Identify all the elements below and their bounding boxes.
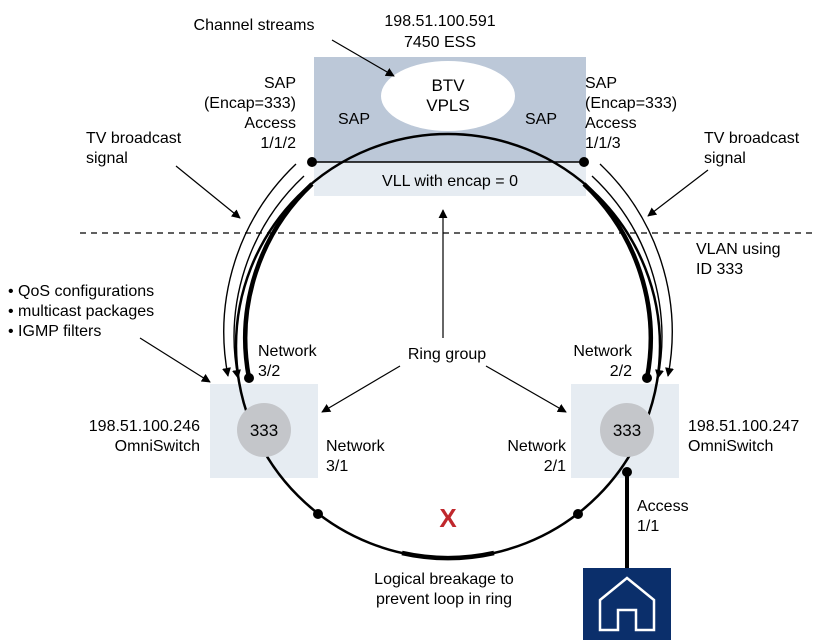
junction-dot-right-net-bottom xyxy=(573,509,583,519)
right-access-1: Access xyxy=(637,498,689,515)
breakage-label-2: prevent loop in ring xyxy=(376,591,512,608)
tv-path-right-outer xyxy=(599,163,674,377)
junction-dot-access xyxy=(622,467,632,477)
right-access-label: Access xyxy=(585,115,637,132)
ring-arc-right-bold xyxy=(582,182,653,379)
left-access-label: Access xyxy=(244,115,296,132)
left-switch-vlan: 333 xyxy=(250,421,278,440)
left-net-bot-1: Network xyxy=(326,438,386,455)
tv-path-left-outer xyxy=(222,163,297,377)
left-net-top-1: Network xyxy=(258,343,318,360)
vll-panel xyxy=(314,162,586,196)
ring-arc-left-bold xyxy=(243,182,314,379)
right-sap-label: SAP xyxy=(585,75,617,92)
junction-dot-left-access xyxy=(307,157,317,167)
junction-dot-left-net-bottom xyxy=(313,509,323,519)
left-net-top-2: 3/2 xyxy=(258,363,280,380)
tv-broadcast-left-line1: TV broadcast xyxy=(86,130,182,147)
left-access-port: 1/1/2 xyxy=(260,135,296,152)
left-switch-ip: 198.51.100.246 xyxy=(89,418,200,435)
right-switch-vlan: 333 xyxy=(613,421,641,440)
tv-path-left-inner xyxy=(232,175,305,379)
right-access-port: 1/1/3 xyxy=(585,135,621,152)
sap-inner-right: SAP xyxy=(525,111,557,128)
channel-streams-label: Channel streams xyxy=(194,17,315,34)
ring-group-arrow-right xyxy=(485,365,567,413)
btv-label: BTV xyxy=(431,76,465,95)
tv-broadcast-right-line1: TV broadcast xyxy=(704,130,800,147)
right-switch-node xyxy=(600,403,654,457)
left-switch-name: OmniSwitch xyxy=(115,438,200,455)
right-net-top-1: Network xyxy=(573,343,633,360)
vpls-label: VPLS xyxy=(426,96,469,115)
right-switch-name: OmniSwitch xyxy=(688,438,773,455)
feature-item-qos: • QoS configurations xyxy=(8,283,154,300)
btv-vpls-node xyxy=(381,61,515,131)
right-net-top-2: 2/2 xyxy=(610,363,632,380)
tv-left-pointer xyxy=(175,165,241,219)
ring-group-label: Ring group xyxy=(408,346,486,363)
junction-dot-left-net-top xyxy=(244,373,254,383)
feature-item-igmp: • IGMP filters xyxy=(8,323,101,340)
vll-label: VLL with encap = 0 xyxy=(382,173,518,190)
right-net-bot-1: Network xyxy=(507,438,567,455)
left-switch-node xyxy=(237,403,291,457)
junction-dot-right-net-top xyxy=(642,373,652,383)
tv-broadcast-left-line2: signal xyxy=(86,150,128,167)
house-icon xyxy=(583,568,671,640)
x-mark-icon: X xyxy=(439,503,457,533)
features-pointer xyxy=(139,337,211,383)
tv-right-pointer xyxy=(647,169,709,217)
junction-dot-right-access xyxy=(579,157,589,167)
left-sap-label: SAP xyxy=(264,75,296,92)
left-net-bot-2: 3/1 xyxy=(326,458,348,475)
ring-arc-bottom-bold xyxy=(401,550,495,561)
channel-streams-arrow xyxy=(331,39,395,77)
right-net-bot-2: 2/1 xyxy=(544,458,566,475)
feature-item-multicast: • multicast packages xyxy=(8,303,154,320)
ess-model: 7450 ESS xyxy=(404,34,476,51)
left-encap-label: (Encap=333) xyxy=(204,95,296,112)
vlan-label-line1: VLAN using xyxy=(696,241,781,258)
ring-group-arrow-left xyxy=(321,365,401,413)
right-access-2: 1/1 xyxy=(637,518,659,535)
sap-inner-left: SAP xyxy=(338,111,370,128)
ess-ip: 198.51.100.591 xyxy=(384,13,495,30)
tv-broadcast-right-line2: signal xyxy=(704,150,746,167)
tv-path-right-inner xyxy=(591,175,664,379)
right-encap-label: (Encap=333) xyxy=(585,95,677,112)
vlan-label-line2: ID 333 xyxy=(696,261,743,278)
right-switch-ip: 198.51.100.247 xyxy=(688,418,799,435)
breakage-label-1: Logical breakage to xyxy=(374,571,514,588)
